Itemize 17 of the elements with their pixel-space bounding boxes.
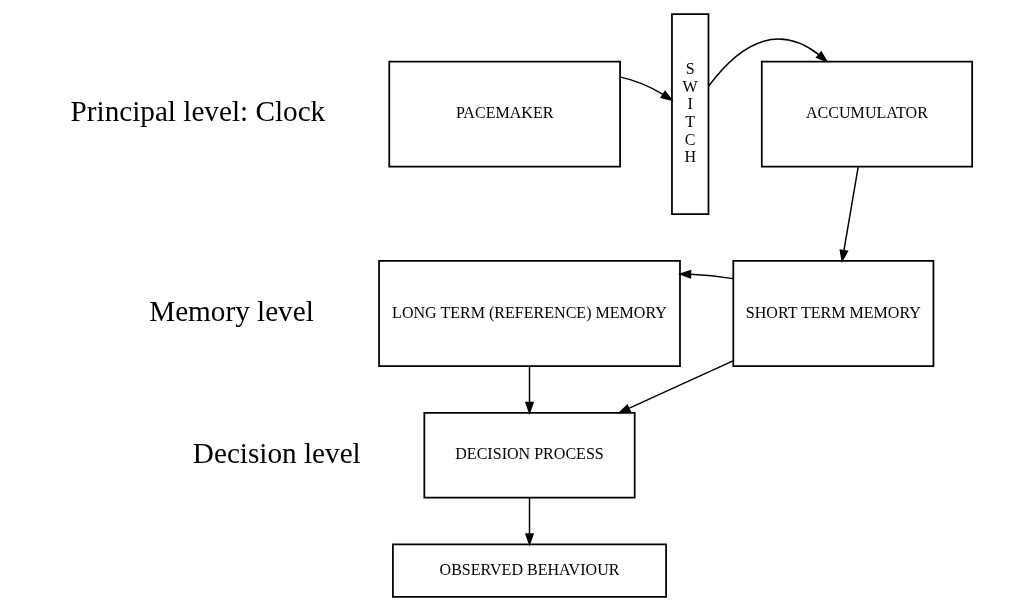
arrow [838, 166, 859, 263]
arrow [619, 76, 674, 102]
node-box: DECISION PROCESS [422, 412, 636, 499]
arrow [617, 360, 734, 414]
arrow [524, 365, 534, 415]
label: Principal level: Clock [70, 95, 325, 128]
node-box: OBSERVED BEHAVIOUR [391, 543, 667, 598]
label: Decision level [192, 436, 361, 469]
node-box: ACCUMULATOR [760, 60, 973, 168]
arrow [524, 497, 534, 547]
node-box: SHORT TERM MEMORY [731, 260, 934, 367]
node-box: PACEMAKER [387, 60, 621, 168]
label: Memory level [148, 294, 314, 327]
node-box: S W I T C H [670, 13, 709, 216]
node-box: LONG TERM (REFERENCE) MEMORY [377, 260, 681, 367]
arrow [677, 269, 734, 280]
arrow [707, 38, 828, 87]
